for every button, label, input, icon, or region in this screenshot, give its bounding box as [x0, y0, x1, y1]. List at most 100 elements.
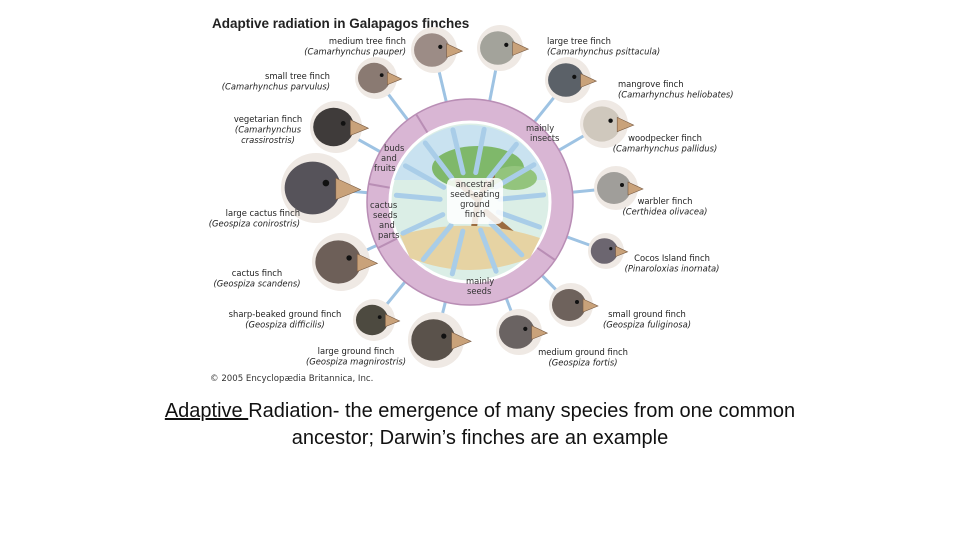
cocos-island-finch-head — [588, 233, 629, 269]
small-ground-finch-label-name: small ground finch — [608, 309, 686, 319]
ancestor-label-3: ground — [460, 199, 490, 209]
cocos-island-finch-beak — [615, 245, 629, 258]
medium-ground-finch-head — [496, 309, 549, 355]
woodpecker-finch-head-shape — [583, 106, 621, 142]
finch-labels: medium tree finch(Camarhynchus pauper) la… — [209, 36, 734, 368]
large-tree-finch-head-shape — [480, 31, 516, 65]
cactus-finch-head — [312, 233, 379, 291]
small-tree-finch-beak — [387, 71, 403, 86]
warbler-finch-label-latin-0: (Certhidea olivacea) — [623, 207, 708, 217]
small-ground-finch-head — [549, 283, 599, 327]
large-ground-finch-beak — [451, 331, 472, 350]
caption-line-1: Radiation- the emergence of many species… — [248, 400, 796, 422]
cactus-finch-label-latin-0: (Geospiza scandens) — [213, 279, 300, 289]
large-tree-finch-head — [477, 25, 530, 71]
sharp-beaked-ground-finch-beak — [385, 313, 401, 328]
woodpecker-finch-label-name: woodpecker finch — [628, 133, 702, 143]
medium-tree-finch-label-name: medium tree finch — [329, 36, 406, 46]
finch-radiation-diagram: Adaptive radiation in Galapagos finches … — [209, 16, 734, 384]
small-ground-finch-eye — [575, 300, 579, 304]
cactus-finch-label-name: cactus finch — [232, 268, 282, 278]
woodpecker-finch-eye — [608, 118, 613, 123]
vegetarian-finch-head — [310, 101, 370, 153]
mangrove-finch-label-latin-0: (Camarhynchus heliobates) — [618, 90, 734, 100]
cactus-finch-beak — [356, 253, 379, 272]
vegetarian-finch-label-latin-0: (Camarhynchus — [235, 125, 302, 135]
medium-tree-finch-label-latin-0: (Camarhynchus pauper) — [304, 47, 406, 57]
cocos-island-finch-eye — [609, 247, 613, 251]
medium-ground-finch-label-name: medium ground finch — [538, 347, 628, 357]
diet-label-insects: mainly insects — [526, 123, 559, 143]
large-cactus-finch-eye — [322, 179, 330, 187]
inner-branch-cactus-finch — [400, 212, 446, 236]
copyright-notice: © 2005 Encyclopædia Britannica, Inc. — [210, 374, 373, 384]
medium-ground-finch-head-shape — [499, 315, 535, 349]
large-ground-finch-label-name: large ground finch — [318, 346, 395, 356]
svg-text:insects: insects — [530, 133, 559, 143]
warbler-finch-head-shape — [597, 172, 631, 204]
cocos-island-finch-label-name: Cocos Island finch — [634, 253, 710, 263]
small-tree-finch-label-name: small tree finch — [265, 71, 330, 81]
cactus-finch-eye — [346, 255, 352, 261]
inner-branch-large-tree-finch — [473, 126, 487, 176]
inner-branch-cocos-island-finch — [495, 209, 543, 230]
diagram-title: Adaptive radiation in Galapagos finches — [212, 16, 469, 31]
warbler-finch-label-name: warbler finch — [638, 196, 693, 206]
inner-branch-sharp-beaked-ground-finch — [420, 222, 454, 262]
small-ground-finch-head-shape — [552, 289, 586, 321]
woodpecker-finch-label-latin-0: (Camarhynchus pallidus) — [613, 144, 717, 154]
sharp-beaked-ground-finch-head — [353, 299, 401, 341]
mangrove-finch-head-shape — [548, 63, 584, 97]
large-cactus-finch-head — [281, 153, 362, 223]
inner-branch-warbler-finch — [497, 192, 547, 202]
svg-text:cactus: cactus — [370, 200, 397, 210]
caption-term: Adaptive — [164, 400, 249, 422]
svg-text:buds: buds — [384, 143, 404, 153]
diet-label-buds: buds and fruits — [374, 143, 404, 173]
medium-ground-finch-eye — [523, 326, 528, 331]
ancestor-box — [447, 178, 503, 224]
finch-heads — [281, 25, 644, 368]
vegetarian-finch-label-latin-1: crassirostris) — [241, 135, 295, 145]
small-tree-finch-label-latin-0: (Camarhynchus parvulus) — [222, 82, 330, 92]
medium-tree-finch-beak — [446, 43, 464, 58]
mangrove-finch-beak — [580, 73, 598, 88]
woodpecker-finch-beak — [616, 116, 635, 133]
sharp-beaked-ground-finch-label-name: sharp-beaked ground finch — [229, 309, 342, 319]
sharp-beaked-ground-finch-head-shape — [355, 304, 389, 336]
large-tree-finch-eye — [504, 42, 509, 47]
inner-branch-large-cactus-finch — [393, 192, 443, 202]
vegetarian-finch-label-name: vegetarian finch — [234, 114, 302, 124]
large-ground-finch-head — [408, 312, 472, 368]
svg-text:fruits: fruits — [374, 163, 396, 173]
small-tree-finch-head-shape — [357, 62, 391, 94]
small-tree-finch-head — [355, 57, 403, 99]
inner-branch-large-ground-finch — [449, 228, 466, 277]
vegetarian-finch-beak — [350, 119, 370, 136]
woodpecker-finch-head — [580, 100, 635, 148]
medium-tree-finch-eye — [438, 44, 443, 49]
warbler-finch-beak — [627, 181, 644, 196]
mangrove-finch-eye — [572, 74, 577, 79]
large-cactus-finch-head-shape — [284, 161, 341, 215]
sharp-beaked-ground-finch-label-latin-0: (Geospiza difficilis) — [245, 320, 324, 330]
large-tree-finch-label-name: large tree finch — [547, 36, 611, 46]
sharp-beaked-ground-finch-eye — [377, 315, 382, 320]
svg-text:parts: parts — [378, 230, 400, 240]
small-ground-finch-beak — [582, 298, 599, 313]
large-tree-finch-label-latin-0: (Camarhynchus psittacula) — [547, 47, 660, 57]
warbler-finch-eye — [620, 183, 624, 187]
diet-label-seeds: mainly seeds — [466, 276, 494, 296]
caption-line-2: ancestor; Darwin’s finches are an exampl… — [291, 427, 669, 449]
ancestor-label-2: seed-eating — [450, 189, 500, 199]
inner-branch-medium-ground-finch — [478, 227, 499, 274]
ancestor-label-4: finch — [465, 209, 486, 219]
svg-text:seeds: seeds — [467, 286, 491, 296]
cactus-finch-head-shape — [315, 240, 362, 284]
svg-text:mainly: mainly — [466, 276, 494, 286]
large-cactus-finch-label-latin-0: (Geospiza conirostris) — [209, 219, 300, 229]
ancestor-label-1: ancestral — [456, 179, 495, 189]
slide-caption: Adaptive Radiation- the emergence of man… — [100, 398, 860, 452]
large-cactus-finch-beak — [335, 177, 362, 200]
inner-branch-mangrove-finch — [486, 141, 519, 182]
